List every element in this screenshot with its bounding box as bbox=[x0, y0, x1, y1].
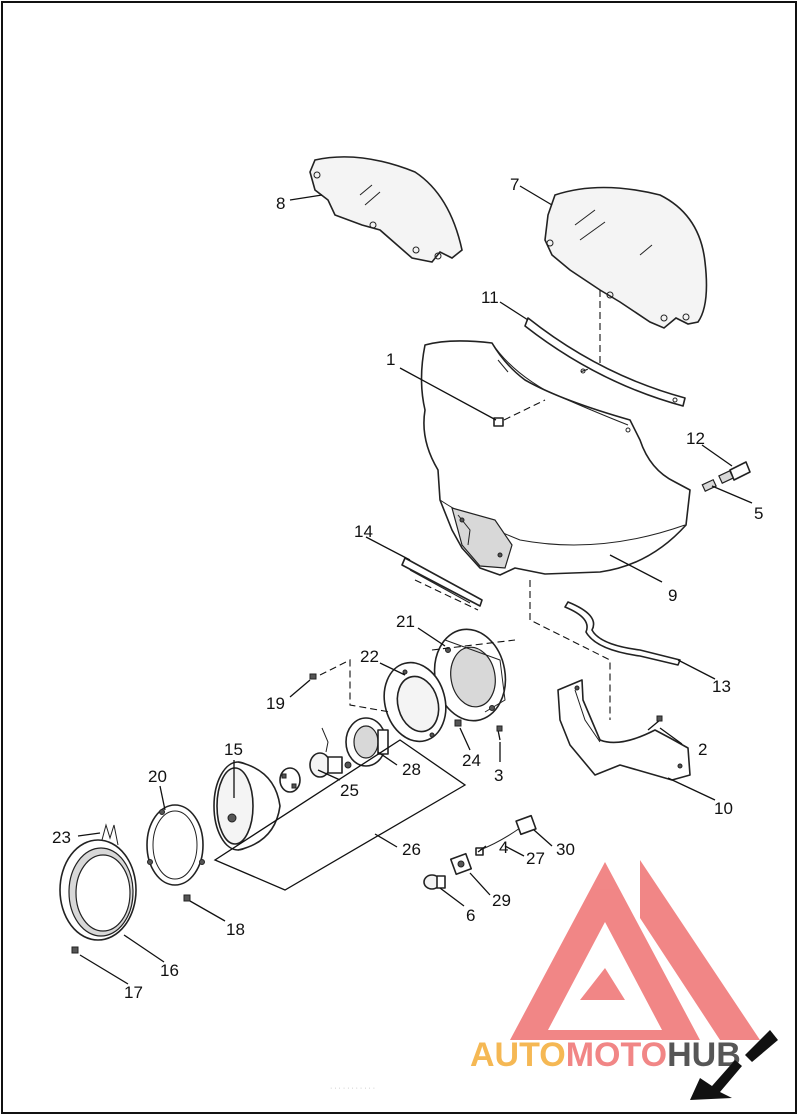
part-17-screw bbox=[71, 946, 79, 954]
callout-26: 26 bbox=[402, 840, 421, 859]
part-15-sealed-beam bbox=[213, 761, 281, 851]
callout-23: 23 bbox=[52, 828, 71, 847]
callout-20: 20 bbox=[148, 767, 167, 786]
part-30-connector bbox=[515, 814, 537, 836]
part-1-screw bbox=[493, 417, 504, 427]
automotohub-logo: AUTOMOTOHUB bbox=[470, 860, 760, 1074]
part-3-screw bbox=[496, 725, 503, 741]
part-14-trim-seal bbox=[401, 557, 483, 607]
callout-1: 1 bbox=[386, 350, 395, 369]
callout-25: 25 bbox=[340, 781, 359, 800]
callout-29: 29 bbox=[492, 891, 511, 910]
logo-text-moto: MOTO bbox=[566, 1036, 667, 1074]
callout-17: 17 bbox=[124, 983, 143, 1002]
part-7-windshield-large bbox=[544, 186, 708, 329]
part-21-headlamp-bucket bbox=[433, 628, 507, 722]
part-18-screw bbox=[183, 894, 191, 902]
callout-5: 5 bbox=[754, 504, 763, 523]
mount-line-19 bbox=[319, 659, 391, 713]
part-19-screw bbox=[309, 673, 317, 680]
mount-line-7 bbox=[579, 290, 601, 373]
callout-13: 13 bbox=[712, 677, 731, 696]
callout-11: 11 bbox=[481, 288, 499, 307]
part-28-socket-adapter bbox=[345, 717, 389, 767]
callout-15: 15 bbox=[224, 740, 243, 759]
callout-7: 7 bbox=[510, 175, 519, 194]
callout-28: 28 bbox=[402, 760, 421, 779]
front-direction-arrow-icon bbox=[690, 1030, 778, 1100]
part-5-nut bbox=[701, 478, 717, 492]
leader-lines bbox=[77, 185, 753, 985]
callout-8: 8 bbox=[276, 194, 285, 213]
callout-18: 18 bbox=[226, 920, 245, 939]
callout-2: 2 bbox=[698, 740, 707, 759]
callout-9: 9 bbox=[668, 586, 677, 605]
callout-4: 4 bbox=[499, 838, 508, 857]
mount-line-21 bbox=[431, 639, 516, 651]
part-16-trim-ring bbox=[59, 839, 137, 941]
part-22-headlamp-ring bbox=[383, 661, 447, 743]
part-29-socket bbox=[449, 852, 473, 876]
callout-22: 22 bbox=[360, 647, 379, 666]
part-20-retaining-ring bbox=[146, 804, 205, 886]
part-12-mirror-mount bbox=[718, 461, 751, 484]
callout-16: 16 bbox=[160, 961, 179, 980]
part-25-connector bbox=[279, 767, 301, 793]
part-8-windshield-small bbox=[309, 156, 463, 263]
callout-24: 24 bbox=[462, 751, 481, 770]
callout-27: 27 bbox=[526, 849, 545, 868]
part-6-bulb bbox=[423, 874, 446, 890]
callout-19: 19 bbox=[266, 694, 285, 713]
mount-line-1 bbox=[503, 399, 546, 421]
footer-text: · · · · · · · · · · · bbox=[330, 1085, 375, 1092]
logo-text-auto: AUTO bbox=[470, 1036, 566, 1074]
group-line-26 bbox=[213, 739, 467, 891]
callout-14: 14 bbox=[354, 522, 373, 541]
callout-3: 3 bbox=[494, 766, 503, 785]
part-23-spring-clip bbox=[101, 823, 119, 846]
callout-labels: 1 2 3 4 5 6 7 8 9 10 11 12 13 14 15 16 1… bbox=[52, 175, 763, 1002]
callout-12: 12 bbox=[686, 429, 705, 448]
callout-30: 30 bbox=[556, 840, 575, 859]
part-25-bulb bbox=[309, 727, 352, 778]
part-11-trim-strip bbox=[524, 317, 686, 407]
part-13-wire-bracket bbox=[564, 601, 681, 666]
part-2-screw bbox=[647, 715, 663, 731]
callout-10: 10 bbox=[714, 799, 733, 818]
part-10-lower-bracket bbox=[557, 679, 691, 781]
callout-6: 6 bbox=[466, 906, 475, 925]
mount-line-9-lower bbox=[529, 580, 611, 720]
callout-21: 21 bbox=[396, 612, 415, 631]
part-9-fairing bbox=[420, 340, 691, 576]
svg-text:AUTOMOTOHUB: AUTOMOTOHUB bbox=[470, 1036, 741, 1074]
mount-line-14 bbox=[414, 579, 479, 611]
part-24-screw bbox=[454, 719, 462, 727]
